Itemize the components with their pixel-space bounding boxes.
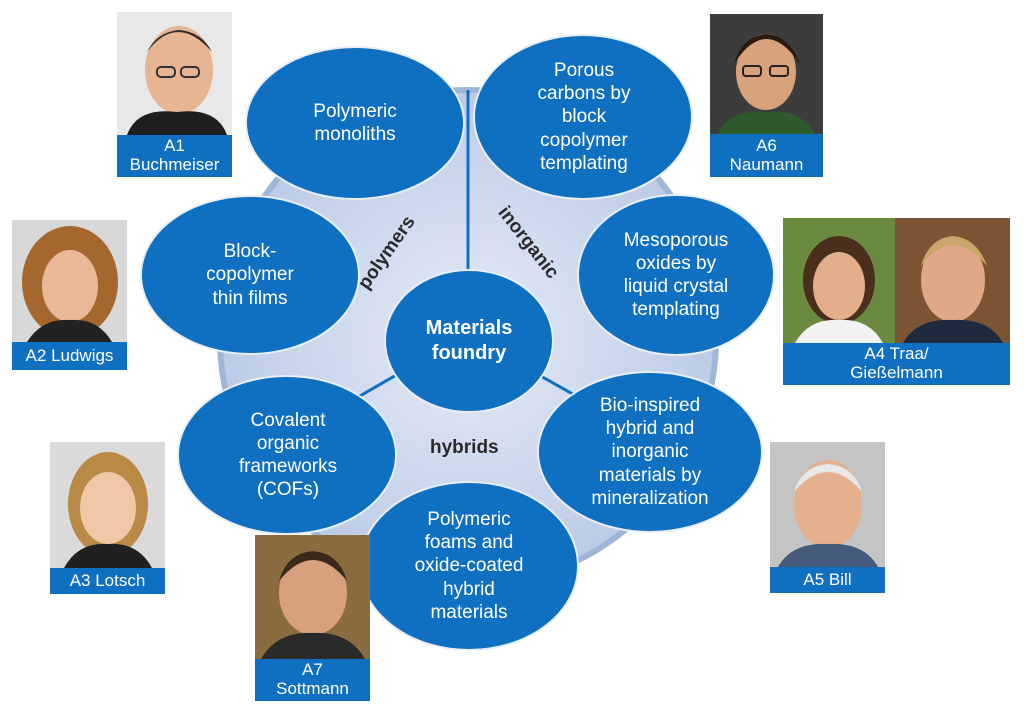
ellipse-mesoporous-oxides	[577, 194, 775, 356]
photo-ludwigs	[12, 220, 127, 342]
caption-a7-sottmann: A7 Sottmann	[255, 659, 370, 701]
ellipse-bio-inspired-hybrid	[537, 371, 763, 533]
photo-sottmann	[255, 535, 370, 659]
sector-label-hybrids: hybrids	[430, 437, 499, 458]
photo-bill	[770, 442, 885, 567]
photo-buchmeiser	[117, 12, 232, 135]
ellipse-polymeric-monoliths	[245, 46, 465, 200]
photo-giesselmann	[895, 218, 1010, 343]
caption-a4-traa-giesselmann: A4 Traa/ Gießelmann	[783, 343, 1010, 385]
caption-a6-naumann: A6 Naumann	[710, 134, 823, 177]
caption-a1-buchmeiser: A1 Buchmeiser	[117, 135, 232, 177]
ellipse-covalent-organic-frameworks	[177, 375, 397, 535]
ellipse-block-copolymer-thin-films	[140, 195, 360, 355]
center-materials-foundry: Materials foundry	[425, 317, 513, 364]
photo-traa	[783, 218, 895, 343]
ellipse-polymeric-foams	[359, 481, 579, 651]
ellipse-porous-carbons	[473, 34, 693, 200]
photo-naumann	[710, 14, 823, 134]
ellipse-center-foundry	[384, 269, 554, 413]
caption-a3-lotsch: A3 Lotsch	[50, 568, 165, 594]
photo-lotsch	[50, 442, 165, 568]
caption-a2-ludwigs: A2 Ludwigs	[12, 342, 127, 370]
caption-a5-bill: A5 Bill	[770, 567, 885, 593]
